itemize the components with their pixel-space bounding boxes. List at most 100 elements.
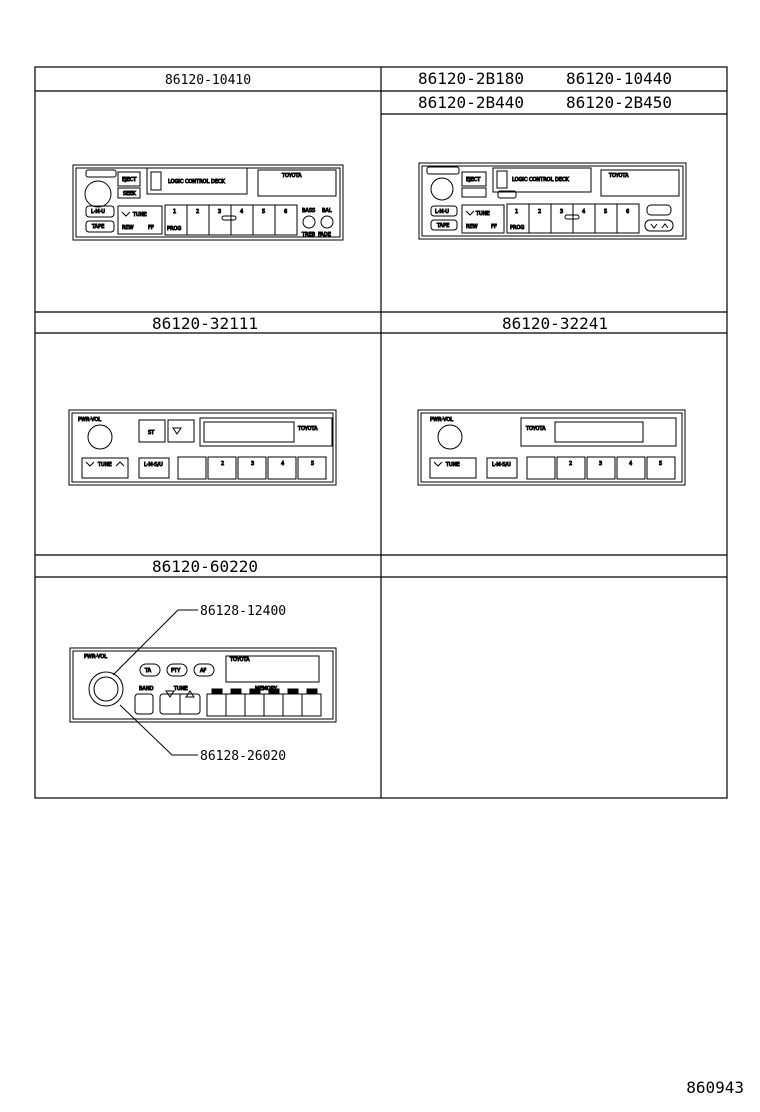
preset-label-2: 2 [538,209,541,215]
part-number: 86120-2B440 [418,93,524,112]
preset-label-4: 4 [281,461,284,467]
display-window [257,169,337,197]
preset-label-5: 5 [262,209,265,215]
preset-label-2: 2 [221,461,224,467]
preset-button-2 [207,456,237,480]
tune-rocker [117,205,163,235]
tune-label: TUNE [445,462,460,468]
lmsu-label: L·M·S/U [144,462,163,468]
brand-label: TOYOTA [525,426,546,432]
tape-label: TAPE [91,224,104,230]
part-number: 86120-2B180 [418,69,524,88]
lmsu-label: L·M·S/U [492,462,511,468]
part-number: 86120-32241 [502,314,608,333]
af-button [497,190,517,199]
power-knob-inner-ring [93,676,119,702]
preset-indicator [287,688,299,694]
display-lcd [203,421,295,443]
preset-button-4 [267,456,297,480]
prog-label: PROG [167,226,181,232]
part-number: 86120-32111 [152,314,258,333]
preset-label-5: 5 [604,209,607,215]
up-down-button [644,219,674,232]
display-window [199,417,333,447]
preset-button-3 [586,456,616,480]
tape-eq-button [167,419,195,443]
display-window [225,655,320,683]
power-knob [84,180,112,208]
pwr-vol-label: PWR·VOL [84,654,107,660]
fm-button [461,187,487,198]
preset-label-3: 3 [599,461,602,467]
cassette-door [146,167,248,195]
mode-button [646,204,672,216]
seek-button [117,187,141,199]
seek-label: SEEK [123,191,136,197]
faceplate-outline [72,164,344,241]
ta-button [139,663,161,677]
eject-label: EJECT [122,177,137,183]
tape-direction-slider [221,215,237,221]
rew-label: REW [466,224,478,230]
table-grid [34,66,728,799]
triangle-down-icon [172,427,182,435]
band-label: BAND [139,686,154,692]
pty-label: PTY [171,668,181,674]
brand-label: TOYOTA [281,173,302,179]
tune-down-arrow [465,210,475,216]
tune-label: TUNE [475,211,490,217]
preset-label-3: 3 [218,209,221,215]
preset-label-2: 2 [569,461,572,467]
preset-indicator [268,688,280,694]
fade-label: FADE [318,232,331,238]
preset-indicator [306,688,318,694]
tape-button [430,219,458,231]
brand-label: TOYOTA [297,426,318,432]
preset-label-5: 5 [659,461,662,467]
power-knob [430,177,454,201]
display-window [600,169,680,197]
tune-arrows [85,461,125,467]
st-label: ST [148,430,155,436]
ff-label: FF [491,224,497,230]
preset-button-5 [297,456,327,480]
tape-direction-slider [564,214,580,220]
preset-button-6 [274,204,298,236]
st-button [138,419,166,443]
deck-label: LOGIC CONTROL DECK [512,177,569,183]
preset-label-1: 1 [515,209,518,215]
bass-knob [302,215,316,229]
faceplate-inner [420,412,683,483]
preset-label-3: 3 [251,461,254,467]
treb-label: TREB [301,232,316,238]
preset-button-4 [616,456,646,480]
prog-label: PROG [510,225,524,231]
preset-indicator [230,688,242,694]
eject-label: EJECT [466,177,481,183]
pwr-vol-label-box [426,166,460,175]
tune-rocker [81,457,129,479]
bal-label: BAL [322,208,332,214]
tune-rocker [429,457,477,479]
power-knob [88,671,124,707]
preset-label-4: 4 [629,461,632,467]
lmu-label: L·M·U [435,209,449,215]
preset-button-1 [526,456,556,480]
cassette-slot-mark [150,171,162,191]
radio-unit-cassette-2: EJECT LOGIC CONTROL DECK TOYOTA L·M·U TA… [418,162,687,240]
preset-button-5 [646,456,676,480]
preset-label-6: 6 [626,209,629,215]
preset-label-2: 2 [196,209,199,215]
tune-down-arrow [433,461,443,467]
cassette-door [492,167,592,193]
tune-label: TUNE [97,462,112,468]
preset-label-5: 5 [311,461,314,467]
ta-label: TA [144,668,152,674]
power-knob [437,424,463,450]
deck-label: LOGIC CONTROL DECK [168,179,225,185]
faceplate-outline [418,162,687,240]
faceplate-inner [72,650,334,720]
faceplate-outline [417,409,686,486]
faceplate-outline [68,409,337,486]
preset-label-3: 3 [560,209,563,215]
